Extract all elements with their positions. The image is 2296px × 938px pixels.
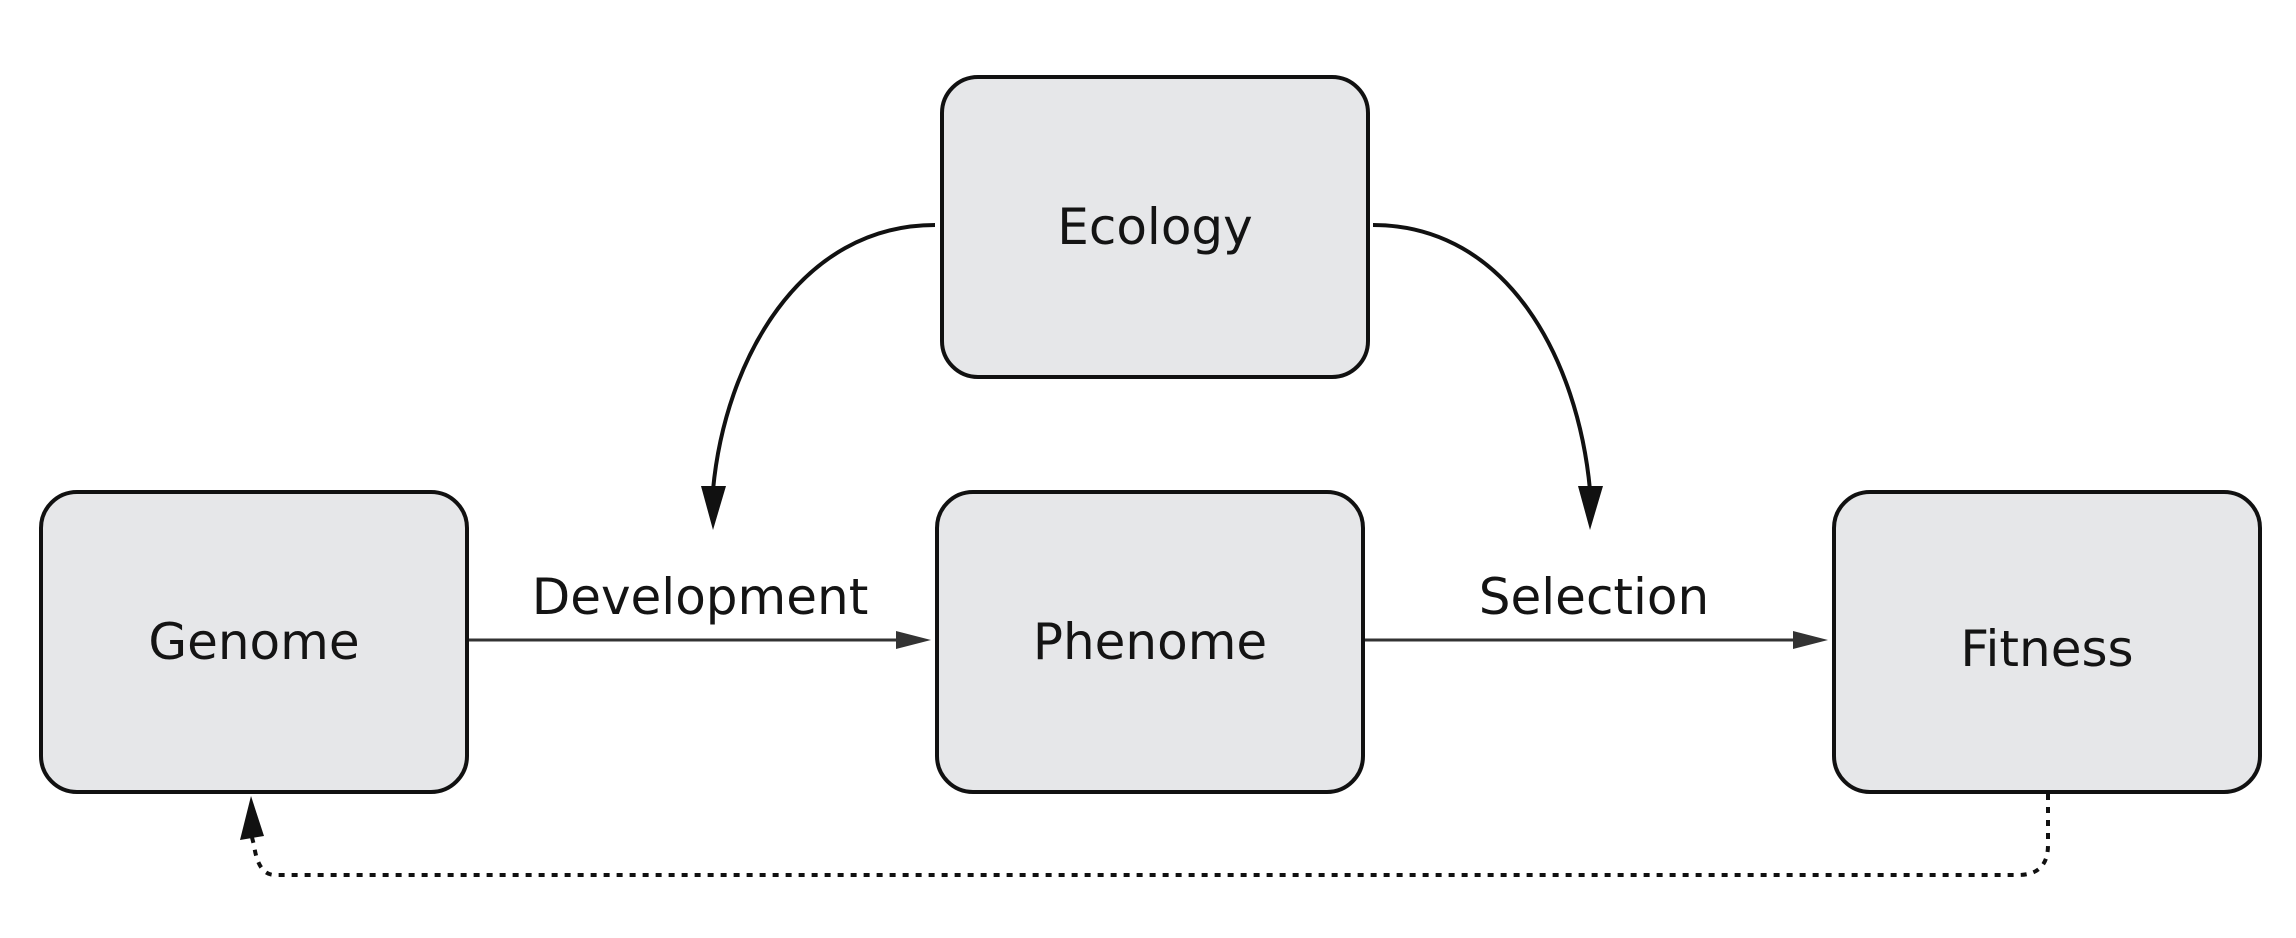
genome-label: Genome [148,613,360,671]
phenome-node: Phenome [935,490,1365,794]
fitness-label: Fitness [1960,620,2134,678]
selection-label: Selection [1478,568,1710,626]
development-label: Development [531,568,869,626]
ecology-to-selection-arrow [1372,223,1592,491]
selection-arrowhead [1793,631,1828,649]
development-arrowhead [896,631,931,649]
fitness-to-genome-feedback-arrow [248,794,2050,877]
fitness-to-genome-feedback-arrowhead [240,796,264,840]
fitness-node: Fitness [1832,490,2262,794]
ecology-to-selection-arrowhead [1578,486,1603,530]
ecology-to-development-arrowhead [701,486,726,530]
phenome-label: Phenome [1032,613,1268,671]
ecology-to-development-arrow [711,223,936,491]
ecology-label: Ecology [1057,198,1253,256]
ecology-node: Ecology [940,75,1370,379]
genome-node: Genome [39,490,469,794]
